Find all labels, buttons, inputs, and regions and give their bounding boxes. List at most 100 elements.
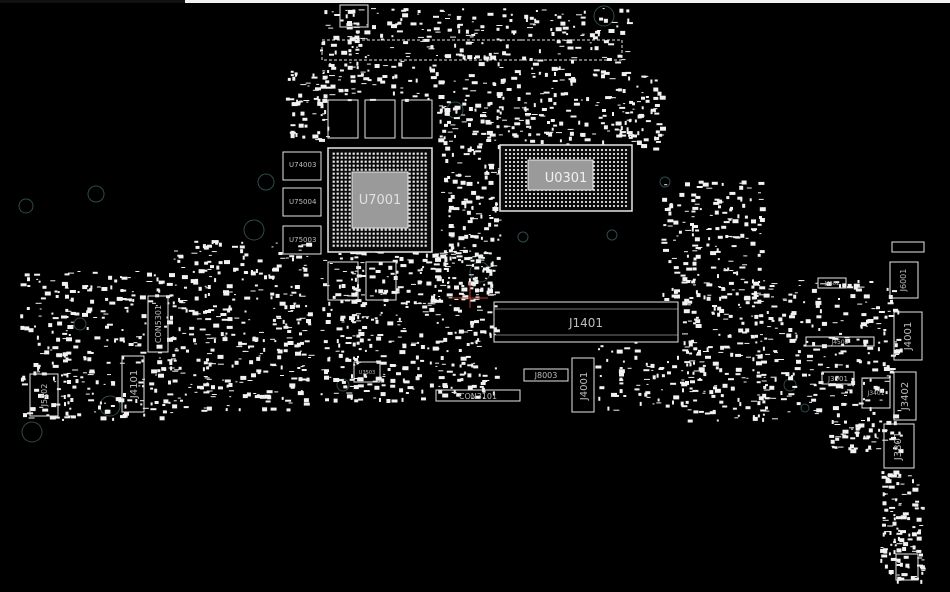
smd-pad [921, 559, 925, 561]
smd-pad [894, 341, 897, 343]
smd-pad [449, 304, 452, 306]
connector-j5202[interactable]: J5202 [29, 373, 59, 417]
smd-pad [766, 311, 769, 314]
label-u3503: U3503 [359, 370, 375, 376]
smd-pad [787, 411, 791, 413]
smd-pad [575, 46, 582, 49]
connector-j4101[interactable]: J4101 [121, 355, 145, 413]
smd-pad [807, 395, 813, 397]
smd-pad [194, 296, 199, 301]
smd-pad [336, 339, 339, 344]
smd-pad [251, 270, 253, 273]
cpu-u0301[interactable]: U0301 [499, 144, 633, 212]
smd-pad [708, 237, 711, 241]
smd-pad [746, 187, 752, 189]
connector-j3402[interactable]: J3402 [893, 371, 917, 421]
gpu-u7001[interactable]: U7001 [327, 147, 433, 253]
smd-pad [327, 70, 330, 73]
smd-pad [66, 351, 72, 355]
smd-pad [334, 268, 340, 270]
smd-pad [892, 521, 897, 526]
smd-pad [706, 187, 713, 189]
smd-pad [657, 134, 664, 136]
smd-pad [620, 30, 626, 35]
smd-pad [302, 365, 305, 367]
connector-j6001[interactable]: J6001 [889, 261, 919, 299]
smd-pad [144, 322, 147, 325]
smd-pad [538, 114, 544, 117]
smd-pad [454, 134, 456, 138]
connector-con5301[interactable]: CON5301 [147, 295, 169, 353]
smd-pad [510, 13, 513, 16]
smd-pad [346, 23, 353, 26]
connector-bottom-right[interactable] [895, 553, 919, 581]
smd-pad [606, 358, 609, 362]
smd-pad [908, 533, 911, 537]
smd-pad [828, 337, 833, 339]
smd-pad [140, 351, 147, 354]
smd-pad [734, 417, 739, 419]
smd-pad [397, 21, 402, 25]
smd-pad [494, 210, 497, 213]
smd-pad [371, 318, 374, 321]
connector-con3101[interactable]: CON3101 [435, 389, 521, 402]
mounting-hole [783, 378, 797, 392]
connector-j3801[interactable]: J3801 [883, 423, 915, 469]
smd-pad [807, 354, 813, 358]
smd-pad [26, 307, 30, 310]
smd-pad [466, 200, 473, 204]
smd-pad [340, 366, 345, 369]
smd-pad [703, 282, 710, 284]
connector-j4001[interactable]: J4001 [571, 357, 595, 413]
smd-pad [103, 345, 108, 347]
smd-pad [882, 517, 886, 519]
smd-pad [64, 416, 71, 419]
smd-pad [105, 297, 109, 301]
smd-pad [551, 32, 555, 36]
smd-pad [226, 384, 229, 388]
smd-pad [444, 111, 450, 115]
smd-pad [920, 567, 926, 570]
chip-u3503[interactable]: U3503 [353, 361, 381, 383]
smd-pad [873, 316, 879, 320]
smd-pad [440, 284, 447, 286]
smd-pad [353, 385, 359, 390]
smd-pad [231, 333, 236, 336]
smd-pad [136, 336, 142, 338]
smd-pad [851, 377, 855, 381]
connector-j8003[interactable]: J8003 [523, 368, 569, 382]
smd-pad [656, 123, 663, 126]
smd-pad [684, 251, 688, 253]
smd-pad [349, 37, 356, 42]
smd-pad [912, 487, 919, 492]
vram-bottom-chips [327, 261, 397, 301]
connector-j4001-right[interactable]: J4001 [893, 311, 923, 361]
smd-pad [470, 287, 474, 290]
smd-pad [306, 255, 309, 257]
connector-j3401[interactable]: J3401 [861, 377, 891, 409]
smd-pad [328, 356, 331, 358]
smd-pad [485, 266, 489, 271]
smd-pad [431, 295, 435, 300]
smd-pad [788, 376, 794, 381]
connector-j3901[interactable]: J3901 [821, 371, 855, 385]
smd-pad [780, 391, 783, 395]
smd-pad [326, 86, 333, 89]
smd-pad [815, 303, 820, 308]
connector-j4601[interactable]: J4601 [817, 277, 847, 289]
connector-j1401[interactable]: J1401 [493, 301, 679, 343]
smd-pad [42, 408, 49, 412]
smd-pad [208, 362, 212, 367]
smd-pad [687, 320, 692, 322]
smd-pad [422, 266, 425, 269]
smd-pad [338, 89, 344, 93]
smd-pad [896, 558, 901, 562]
smd-pad [869, 281, 874, 283]
smd-pad [277, 349, 283, 354]
connector-top-right-edge[interactable] [891, 241, 925, 253]
smd-pad [321, 369, 325, 371]
smd-pad [592, 73, 597, 76]
connector-j4502[interactable]: J4502 [805, 336, 875, 347]
smd-pad [114, 339, 116, 343]
